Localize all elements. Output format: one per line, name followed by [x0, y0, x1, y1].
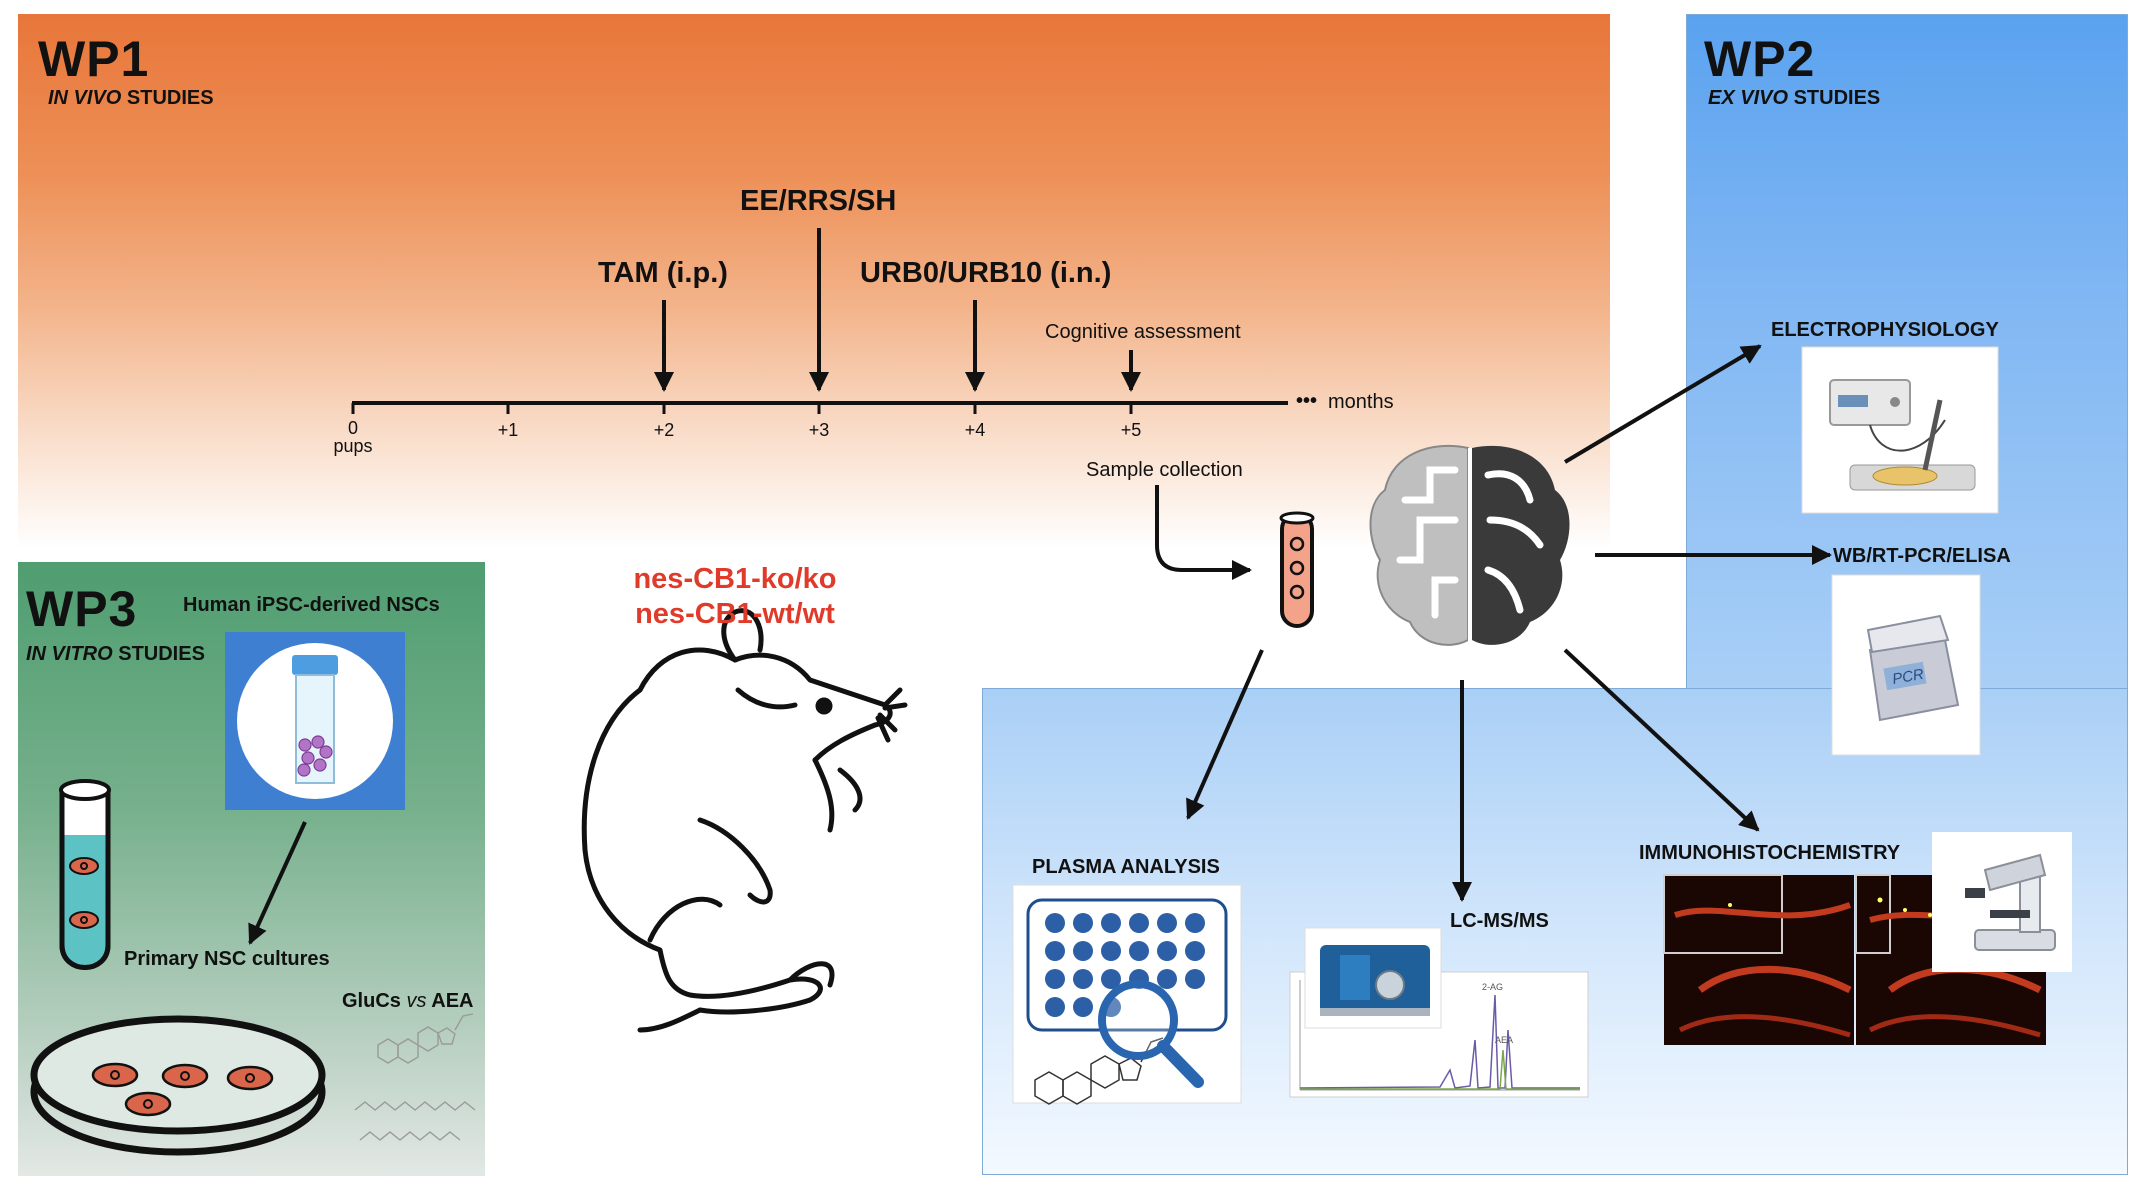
sample-arrow — [1155, 485, 1252, 580]
tick-3: +3 — [808, 420, 830, 440]
tick-pups: pups — [333, 436, 373, 456]
tick-1: +1 — [497, 420, 519, 440]
primary-nsc-label: Primary NSC cultures — [124, 948, 330, 970]
chemical-structures-icon — [354, 1013, 476, 1141]
peak-2ag-label: 2-AG — [1482, 982, 1503, 992]
wp1-subtitle: IN VIVO STUDIES — [48, 87, 214, 109]
months-label: months — [1328, 391, 1394, 413]
genotype-ko-label: nes-CB1-ko/ko — [633, 563, 837, 595]
petri-dish-icon — [30, 1015, 326, 1156]
wb-rtpcr-elisa-label: WB/RT-PCR/ELISA — [1833, 545, 2011, 567]
electrophysiology-label: ELECTROPHYSIOLOGY — [1771, 319, 1999, 341]
wp1-title: WP1 — [38, 31, 150, 87]
wp1-panel — [18, 14, 1610, 549]
plasma-analysis-label: PLASMA ANALYSIS — [1032, 856, 1220, 878]
arrow-immuno — [1563, 648, 1760, 832]
cognitive-label: Cognitive assessment — [1045, 321, 1241, 343]
plasma-analysis-image — [1012, 884, 1242, 1105]
tick-5: +5 — [1120, 420, 1142, 440]
arrow-plasma — [1186, 649, 1264, 820]
culture-tube-icon — [59, 779, 111, 970]
method-arrows — [1186, 344, 1832, 902]
steroid-structure-icon — [1034, 1037, 1164, 1105]
tick-0: 0 — [347, 418, 358, 438]
pcr-machine-image: PCR — [1831, 574, 1981, 756]
electrophysiology-image — [1801, 346, 1999, 514]
urb-label: URB0/URB10 (i.n.) — [860, 257, 1112, 289]
timeline-dots: ••• — [1296, 390, 1318, 412]
glucs-vs-aea-label: GluCs vs AEA — [342, 990, 474, 1012]
tick-2: +2 — [653, 420, 675, 440]
ipsc-nsc-label: Human iPSC-derived NSCs — [183, 594, 440, 616]
peak-aea-label: AEA — [1495, 1035, 1513, 1045]
immunohistochemistry-label: IMMUNOHISTOCHEMISTRY — [1639, 842, 1901, 864]
pcr-screen-label: PCR — [1891, 666, 1925, 688]
ipsc-vial-image — [225, 632, 405, 810]
arrow-ipsc-to-primary — [248, 821, 307, 945]
wp3-subtitle: IN VITRO STUDIES — [26, 643, 205, 665]
arrow-electro — [1563, 344, 1762, 464]
mass-spectrometer-image — [1304, 927, 1442, 1029]
tick-4: +4 — [964, 420, 986, 440]
genotype-wt-label: nes-CB1-wt/wt — [635, 598, 835, 630]
timeline-arrows — [654, 228, 1252, 580]
wp2-title: WP2 — [1704, 31, 1816, 87]
mouse-illustration — [581, 608, 908, 1033]
timeline-axis — [351, 401, 1288, 414]
tam-label: TAM (i.p.) — [598, 257, 728, 289]
ee-label: EE/RRS/SH — [740, 185, 897, 217]
brain-icon — [1369, 444, 1570, 646]
lcms-label: LC-MS/MS — [1450, 910, 1549, 932]
wp2-subtitle: EX VIVO STUDIES — [1708, 87, 1881, 109]
wp3-title: WP3 — [26, 581, 138, 637]
sample-collection-label: Sample collection — [1086, 459, 1243, 481]
microscope-image — [1932, 832, 2072, 972]
sample-tube-icon — [1279, 511, 1315, 628]
